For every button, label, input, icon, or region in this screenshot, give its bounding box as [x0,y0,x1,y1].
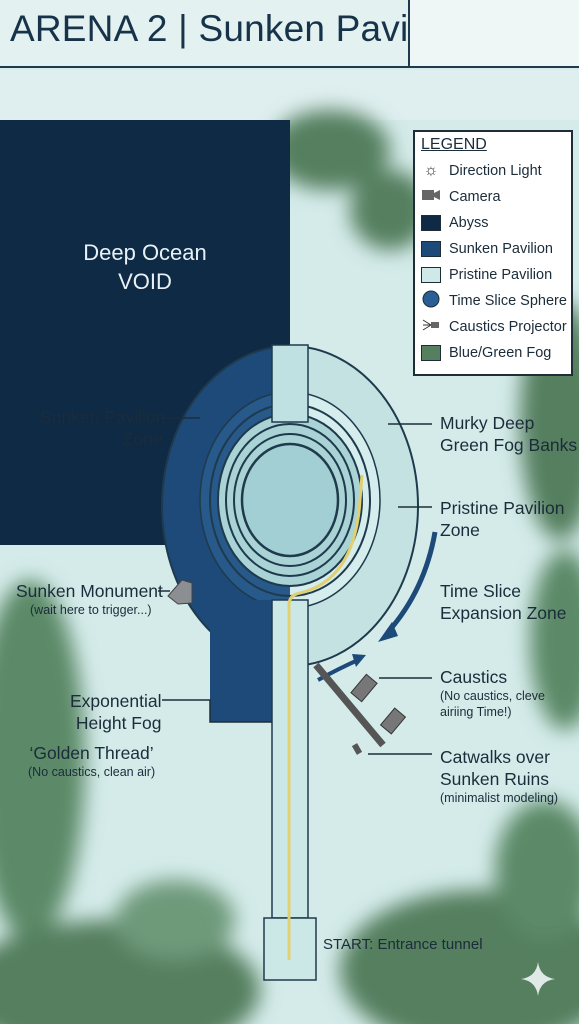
abyss-swatch [421,215,441,231]
legend-label: Sunken Pavilion [449,241,553,257]
caustics-arrowhead [352,654,366,667]
legend: LEGEND ☼ Direction Light Camera Abyss Su… [413,130,573,376]
sparkle-icon [521,962,555,996]
sphere-icon [421,290,441,313]
void-label-line-1: Deep Ocean [83,240,207,265]
page-title: ARENA 2 | Sunken Pavilion [10,8,467,49]
legend-label: Caustics Projector [449,319,567,335]
label-line: Sunken Ruins [440,769,549,789]
legend-label: Camera [449,189,501,205]
void-label-line-2: VOID [118,269,172,294]
legend-item-sunken-pavilion: Sunken Pavilion [421,236,565,262]
monument-label: Sunken Monument (wait here to trigger...… [16,580,163,618]
leader-lines [158,417,432,755]
camera-icon [421,188,441,207]
caustics-label: Caustics (No caustics, cleve airiing Tim… [440,666,545,720]
golden-thread-label: ‘Golden Thread’ (No caustics, clean air) [28,742,155,780]
pristine-zone-label: Pristine Pavilion Zone [440,497,565,541]
sunken-swatch [421,241,441,257]
time-slice-arrowhead [378,622,398,642]
title-bar-extension [410,0,579,68]
label-line: Sunken Monument [16,581,163,601]
pristine-swatch [421,267,441,283]
label-line: Height Fog [75,713,162,733]
catwalks-ruins [313,662,407,755]
legend-item-fog: Blue/Green Fog [421,340,565,366]
legend-label: Blue/Green Fog [449,345,552,361]
label-line: Time Slice [440,581,522,601]
top-haze [0,70,579,120]
projector-icon [421,318,441,337]
label-line: Zone [122,429,163,449]
legend-item-camera: Camera [421,184,565,210]
legend-item-time-slice-sphere: Time Slice Sphere [421,288,567,314]
legend-title: LEGEND [421,136,487,153]
label-line: (wait here to trigger...) [30,603,152,617]
label-line: Expansion Zone [440,603,567,623]
legend-label: Time Slice Sphere [449,293,567,309]
pavilion-zone [161,345,419,667]
label-line: Catwalks over [440,747,550,767]
legend-label: Abyss [449,215,489,231]
legend-item-direction-light: ☼ Direction Light [421,158,565,184]
label-line: Sunken Pavilion [40,407,166,427]
label-line: ‘Golden Thread’ [29,743,154,763]
label-line: Pristine Pavilion [440,498,565,518]
height-fog-block [210,600,272,722]
label-line: (No caustics, clean air) [28,765,156,779]
void-label: Deep Ocean VOID [0,238,290,296]
height-fog-label: Exponential Height Fog [70,690,161,734]
label-line: Zone [440,520,480,540]
golden-thread-path [287,474,364,960]
label-line: (minimalist modeling) [440,791,559,805]
legend-label: Pristine Pavilion [449,267,553,283]
time-slice-label: Time Slice Expansion Zone [440,580,566,624]
legend-label: Direction Light [449,163,542,179]
label-line: (No caustics, cleve [440,689,545,703]
sun-icon: ☼ [423,162,439,179]
legend-item-caustics-projector: Caustics Projector [421,314,567,340]
murky-fog-label: Murky Deep Green Fog Banks [440,412,577,456]
label-line: Exponential [70,691,162,711]
sunken-monument [167,579,193,605]
sunken-zone-label: Sunken Pavilion Zone [40,406,166,450]
legend-item-pristine-pavilion: Pristine Pavilion [421,262,565,288]
label-line: Green Fog Banks [440,435,578,455]
label-line: Caustics [440,667,508,687]
time-slice-arrow [386,531,438,634]
catwalks-label: Catwalks over Sunken Ruins (minimalist m… [440,746,558,806]
title-bar: ARENA 2 | Sunken Pavilion [0,0,467,68]
legend-item-abyss: Abyss [421,210,565,236]
start-label: START: Entrance tunnel [323,936,483,953]
label-line: airiing Time!) [440,705,512,719]
fog-swatch [421,345,441,361]
label-line: Murky Deep [440,413,535,433]
